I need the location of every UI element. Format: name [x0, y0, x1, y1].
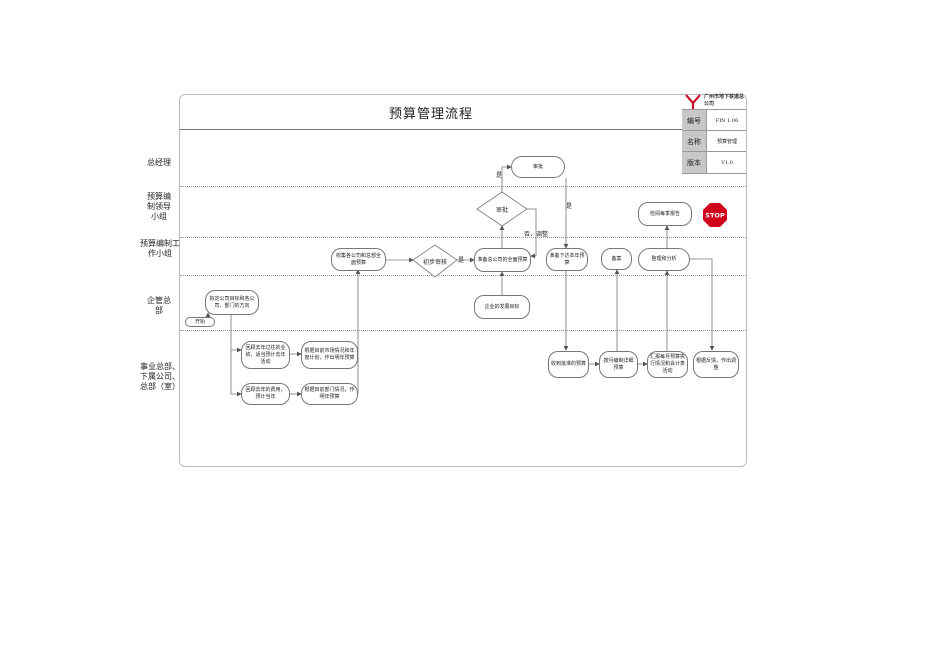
document-info-box: 广州市地下铁道总公司 编号 FIN 1.06 名称 预算管理 版本 V1.0: [682, 94, 746, 174]
info-key: 名称: [682, 131, 706, 152]
lane-label-budget-leadership: 预算编制领导小组: [147, 192, 171, 221]
lane-divider: [180, 186, 746, 187]
monthly-detail-node: 按月编制详细预算: [599, 351, 638, 378]
lane-divider: [180, 237, 746, 238]
info-value: FIN 1.06: [706, 110, 747, 131]
set-targets-node: 拟定公司目标和各公司、部门的方向: [205, 290, 259, 315]
check-report-node: 检阅每季报告: [638, 202, 692, 226]
info-row-code: 编号 FIN 1.06: [682, 109, 746, 131]
feedback-node: 根据反馈，作出调整: [693, 351, 739, 378]
lane-label-budget-working-group: 预算编制工作小组: [140, 239, 180, 258]
summary-monthly-node: 汇报每月预算执行情况和会计表活动: [647, 351, 688, 378]
page-title: 预算管理流程: [388, 106, 473, 122]
start-node: 开始: [185, 317, 215, 327]
info-row-version: 版本 V1.0: [682, 151, 746, 174]
stop-label: STOP: [705, 212, 725, 220]
info-value: 预算管理: [706, 131, 747, 152]
edge-label-yes-right: 是: [566, 203, 573, 210]
approve-top-node: 审批: [511, 156, 565, 178]
lane-label-enterprise-management: 企管总部: [147, 296, 171, 315]
prelim-review-diamond: [412, 244, 458, 278]
lane-label-business-units: 事业总部、下属公司、总部（室）: [140, 362, 180, 391]
info-row-name: 名称 预算管理: [682, 130, 746, 152]
approve-decision-diamond: [476, 191, 528, 227]
dev-target-node: 企业的发展目标: [474, 295, 530, 319]
lane-label-general-manager: 总经理: [147, 158, 171, 167]
stop-sign-icon: STOP: [703, 203, 727, 227]
edge-label-no-adjust: 否，调整: [524, 231, 549, 238]
prepare-overall-node: 准备总公司的全面预算: [474, 248, 531, 272]
metro-logo-icon: [685, 94, 701, 109]
edge-label-yes-prelim: 是: [458, 257, 465, 264]
review-cost-node: 回顾去年的费用，预计当年: [241, 383, 290, 405]
organize-analysis-node: 整理和分析: [638, 248, 690, 271]
info-key: 编号: [682, 110, 706, 131]
company-logo: 广州市地下铁道总公司: [682, 94, 746, 109]
record-node: 备案: [601, 248, 632, 270]
company-name: 广州市地下铁道总公司: [704, 94, 745, 107]
receive-budget-node: 收到批准的预算: [548, 351, 589, 378]
lane-divider: [180, 275, 746, 276]
prelim-review-label: 初步审核: [422, 259, 447, 266]
collect-budgets-node: 收集各公司和总部全面预算: [331, 248, 386, 271]
edge-label-yes-top: 是: [496, 172, 503, 179]
review-last-year-node: 回顾去年过往的业绩，适当预计去年活动: [241, 341, 290, 369]
info-value: V1.0: [706, 152, 747, 173]
lane-divider: [180, 330, 746, 331]
plan-by-market-node: 根据目前市场情况和年度计划，作出明年预算: [301, 341, 358, 369]
title-divider: [180, 129, 682, 130]
prepare-issue-node: 准备下达本年预算: [546, 248, 588, 271]
approve-diamond-label: 审批: [495, 207, 508, 214]
info-key: 版本: [682, 152, 706, 173]
plan-by-dept-node: 根据目前部门情况，作明年预算: [301, 383, 358, 405]
